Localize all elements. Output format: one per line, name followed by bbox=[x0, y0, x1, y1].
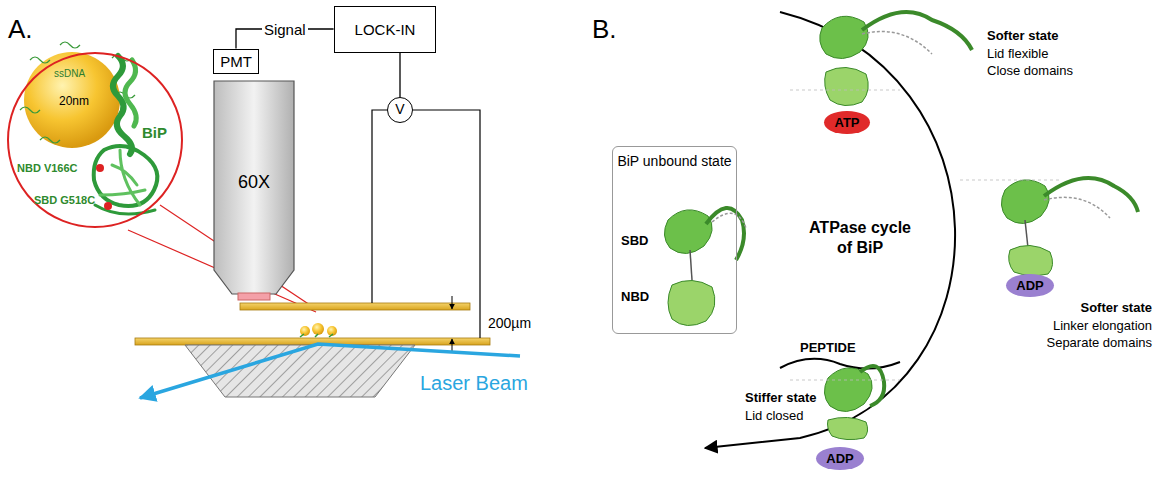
node-text: BiP bbox=[142, 124, 167, 141]
cycle-title: ATPase cycle of BiP bbox=[800, 218, 920, 258]
drawing-part bbox=[60, 42, 80, 48]
drawing-part bbox=[706, 208, 744, 260]
drawing-part bbox=[104, 202, 112, 210]
drawing-part bbox=[452, 296, 453, 309]
drawing-part bbox=[960, 180, 1060, 181]
unbound-state-box: BiP unbound stateSBD NBD bbox=[612, 146, 737, 334]
drawing-part bbox=[125, 60, 136, 126]
drawing-part bbox=[824, 368, 872, 412]
objective-lens-tip bbox=[238, 293, 270, 300]
voltmeter-circle: V bbox=[387, 97, 413, 123]
state-note: Lid closed bbox=[745, 408, 804, 423]
drawing-part bbox=[820, 16, 868, 58]
drawing-part bbox=[452, 339, 453, 352]
drawing-part bbox=[690, 250, 692, 280]
signal-label: Signal bbox=[262, 21, 308, 38]
objective-lens: 60X bbox=[212, 80, 296, 302]
node-text: SBD bbox=[621, 233, 648, 248]
adp-ellipse: ADP bbox=[816, 447, 863, 470]
drawing-part bbox=[1001, 180, 1049, 224]
gap-dimension bbox=[452, 296, 453, 352]
node-text: ADP bbox=[826, 451, 853, 466]
drawing-part bbox=[860, 366, 884, 406]
drawing-part bbox=[24, 52, 120, 148]
panel-letter: A. bbox=[8, 14, 33, 45]
drawing-part bbox=[780, 359, 900, 369]
node-text: NBD bbox=[621, 289, 649, 304]
pmt-box: PMT bbox=[213, 49, 259, 74]
gap-dimension: 200µm bbox=[488, 315, 531, 331]
drawing-part bbox=[372, 110, 387, 303]
drawing-part bbox=[1044, 197, 1110, 218]
drawing-part bbox=[664, 210, 712, 254]
zoom-circle: ssDNA 20nmBiP NBD V166C SBD G518C bbox=[7, 52, 183, 228]
drawing-part bbox=[300, 326, 310, 336]
panel-letter: B. bbox=[592, 14, 617, 45]
voltage-wires bbox=[372, 110, 480, 338]
state-name: Softer state bbox=[987, 28, 1059, 43]
drawing-part bbox=[312, 323, 324, 335]
peptide-label: PEPTIDE bbox=[800, 340, 856, 355]
node-text: BiP unbound state bbox=[617, 153, 732, 170]
state-note: Separate domains bbox=[1046, 335, 1152, 350]
node-text: ATP bbox=[834, 115, 859, 130]
state-adp-separate bbox=[1001, 178, 1138, 276]
state-name: Softer state bbox=[1080, 300, 1152, 315]
sample-particles bbox=[300, 323, 337, 337]
state-name: Stiffer state bbox=[745, 390, 817, 405]
drawing-part bbox=[790, 380, 900, 381]
wire-connector bbox=[399, 53, 400, 98]
electrode-plates bbox=[135, 303, 490, 345]
lock-in-box: LOCK-IN bbox=[334, 6, 437, 53]
drawing-part bbox=[94, 146, 158, 206]
drawing-part bbox=[413, 110, 480, 338]
state-note: Linker elongation bbox=[1053, 318, 1152, 333]
drawing-part bbox=[825, 67, 869, 105]
unbound-protein bbox=[664, 208, 746, 326]
drawing-part bbox=[95, 205, 155, 214]
drawing-part bbox=[30, 57, 50, 63]
node-text: LOCK-IN bbox=[355, 21, 416, 38]
node-text: NBD V166C bbox=[17, 162, 78, 174]
drawing-part bbox=[240, 303, 470, 310]
drawing-part bbox=[1044, 178, 1138, 212]
drawing-part bbox=[300, 334, 333, 337]
drawing-part bbox=[712, 213, 746, 228]
prism bbox=[185, 345, 415, 397]
drawing-part bbox=[96, 164, 104, 172]
adp-ellipse: ADP bbox=[1006, 274, 1053, 297]
drawing-part bbox=[1025, 220, 1028, 248]
drawing-part bbox=[790, 90, 900, 91]
node-text: 60X bbox=[212, 172, 296, 193]
cycle-arrow bbox=[705, 12, 955, 448]
drawing-part bbox=[1009, 245, 1053, 275]
state-note: Close domains bbox=[987, 63, 1073, 78]
node-text: ssDNA bbox=[54, 68, 85, 79]
drawing-part bbox=[828, 417, 868, 439]
drawing-part bbox=[40, 137, 60, 143]
state-note: Lid flexible bbox=[987, 46, 1048, 61]
node-text: ADP bbox=[1016, 278, 1043, 293]
atp-ellipse: ATP bbox=[824, 111, 869, 134]
drawing-part bbox=[100, 150, 145, 205]
drawing-part bbox=[20, 107, 40, 113]
node-text: V bbox=[388, 98, 412, 121]
drawing-part bbox=[668, 280, 715, 325]
drawing-part bbox=[862, 32, 932, 55]
node-text: PMT bbox=[220, 53, 252, 70]
beam-label: Laser Beam bbox=[420, 372, 528, 395]
node-text: SBD G518C bbox=[34, 194, 95, 206]
state-atp bbox=[820, 12, 972, 106]
node-text: 20nm bbox=[59, 94, 89, 108]
guide-lines bbox=[790, 90, 1060, 380]
